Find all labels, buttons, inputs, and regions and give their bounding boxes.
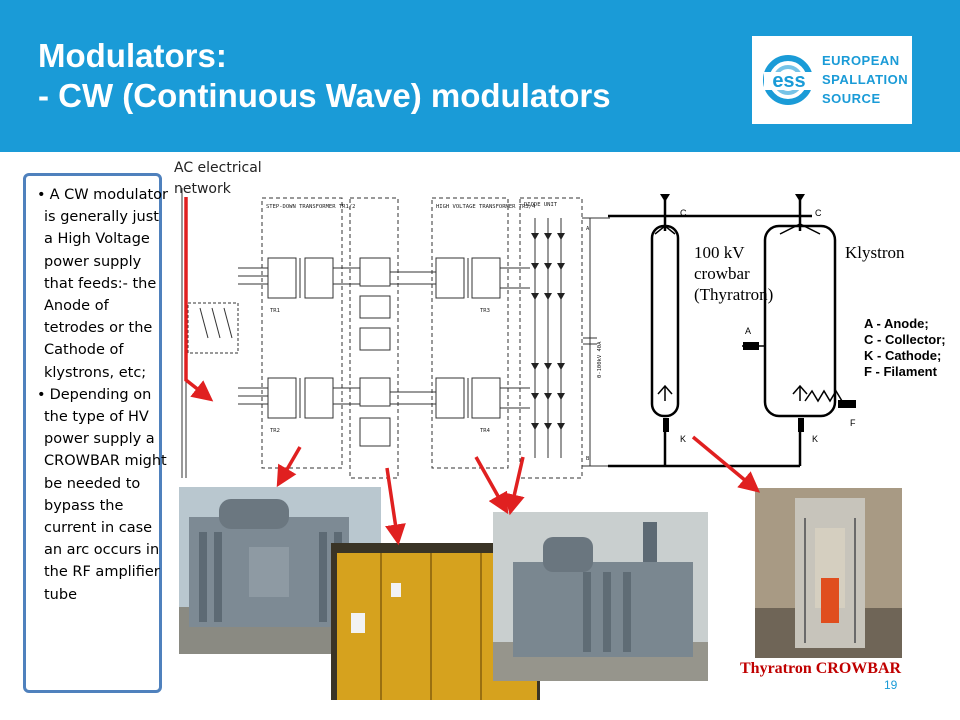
pin-f: F bbox=[850, 418, 856, 428]
arrow-thyristor bbox=[385, 467, 406, 546]
title-line-2: - CW (Continuous Wave) modulators bbox=[38, 77, 611, 114]
arrow-hv-transformer-2 bbox=[504, 456, 525, 516]
arrow-step-down bbox=[276, 446, 302, 488]
legend-line: C - Collector; bbox=[864, 332, 946, 347]
klystron-label: Klystron bbox=[845, 243, 905, 262]
label-tr4: TR4 bbox=[480, 428, 491, 434]
ess-logo-mark: ess bbox=[763, 55, 814, 105]
title-line-1: Modulators: bbox=[38, 37, 227, 74]
label-tr3: TR3 bbox=[480, 308, 490, 314]
legend-line: A - Anode; bbox=[864, 316, 929, 331]
page-number: 19 bbox=[884, 678, 898, 692]
logo-wordmark: EUROPEAN SPALLATION SOURCE bbox=[822, 51, 908, 108]
legend-line: K - Cathode; bbox=[864, 348, 942, 363]
photo-caption: Thyratron CROWBAR bbox=[740, 660, 902, 677]
bullet-item: A CW modulator is generally just a High … bbox=[37, 184, 169, 384]
logo-mark-text: ess bbox=[772, 70, 805, 92]
arrow-ac-network bbox=[184, 197, 214, 402]
arrow-hv-transformer-1 bbox=[474, 456, 509, 515]
label-node-a: A bbox=[586, 226, 590, 232]
header-banner: Modulators: - CW (Continuous Wave) modul… bbox=[0, 0, 960, 152]
ac-network-label: AC electrical network bbox=[174, 160, 262, 197]
bullet-textbox: A CW modulator is generally just a High … bbox=[23, 173, 168, 693]
logo-line-1: EUROPEAN bbox=[822, 53, 900, 68]
legend-line: F - Filament bbox=[864, 364, 937, 379]
label-hv-transformer: HIGH VOLTAGE TRANSFORMER TR3/4 bbox=[436, 204, 536, 210]
crowbar-label-line-1: 100 kV bbox=[694, 243, 745, 262]
pin-k-thyratron: K bbox=[680, 434, 686, 444]
label-output: 0-100kV 40A bbox=[597, 341, 603, 378]
crowbar-label: 100 kV crowbar (Thyratron) bbox=[694, 242, 773, 305]
bullet-list: A CW modulator is generally just a High … bbox=[37, 184, 169, 606]
pin-c-thyratron: C bbox=[680, 208, 687, 218]
slide-title: Modulators: - CW (Continuous Wave) modul… bbox=[38, 36, 611, 116]
label-tr1: TR1 bbox=[270, 308, 280, 314]
logo-line-3: SOURCE bbox=[822, 91, 881, 106]
hv-transformer-photo bbox=[493, 512, 708, 681]
crowbar-label-line-3: (Thyratron) bbox=[694, 285, 774, 304]
logo-line-2: SPALLATION bbox=[822, 72, 909, 87]
modulator-schematic: STEP-DOWN TRANSFORMER TR1/2 HIGH VOLTAGE… bbox=[181, 188, 610, 479]
pin-k-klystron: K bbox=[812, 434, 818, 444]
crowbar-label-line-2: crowbar bbox=[694, 264, 750, 283]
label-node-b: B bbox=[586, 456, 590, 462]
pin-c-klystron: C bbox=[815, 208, 822, 218]
ess-logo: ess EUROPEAN SPALLATION SOURCE bbox=[752, 36, 912, 124]
crowbar-klystron-diagram: C C A K K F bbox=[608, 194, 856, 468]
label-diode-unit: DIODE UNIT bbox=[524, 202, 558, 208]
klystron-legend: A - Anode; C - Collector; K - Cathode; F… bbox=[864, 316, 946, 380]
pin-a: A bbox=[745, 326, 751, 336]
thyratron-crowbar-photo bbox=[755, 488, 902, 658]
label-step-down: STEP-DOWN TRANSFORMER TR1/2 bbox=[266, 204, 355, 210]
label-tr2: TR2 bbox=[270, 428, 280, 434]
bullet-item: Depending on the type of HV power supply… bbox=[37, 384, 169, 606]
arrow-crowbar bbox=[691, 435, 761, 493]
